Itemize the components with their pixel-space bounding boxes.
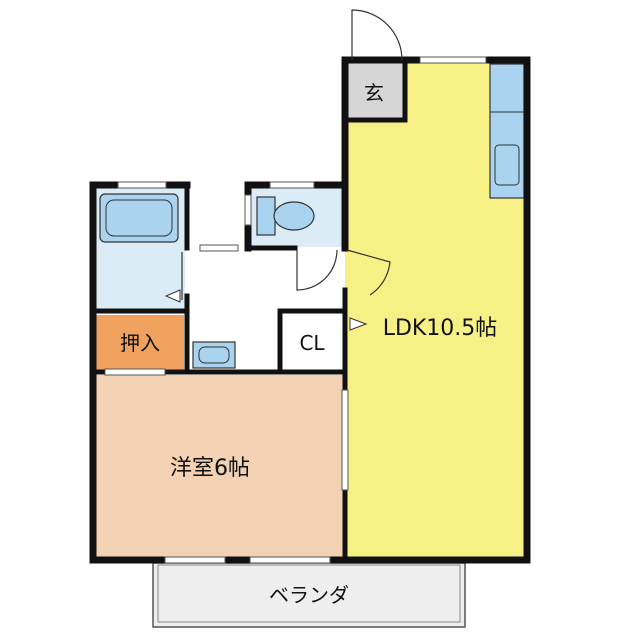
toilet-tank-icon [256, 196, 276, 236]
kitchen-sink-icon [494, 144, 520, 186]
oshiire-label: 押入 [120, 331, 160, 355]
oshiire-floor [96, 315, 184, 371]
entrance-floor [345, 60, 403, 120]
western-room-floor [93, 375, 345, 560]
balcony-area [152, 562, 466, 628]
balcony-label: ベランダ [269, 583, 349, 607]
balcony-rail [157, 564, 461, 623]
windows [104, 56, 487, 564]
cl-label: CL [299, 331, 325, 355]
bathtub-inner-icon [105, 199, 173, 237]
entrance-label: 玄 [364, 81, 384, 105]
door-arrows [164, 289, 368, 331]
toilet-bowl-icon [273, 201, 315, 231]
doors [181, 9, 403, 300]
western-room-label: 洋室6帖 [170, 456, 250, 481]
washbasin-bowl-icon [198, 346, 230, 364]
ldk-label: LDK10.5帖 [383, 316, 498, 341]
